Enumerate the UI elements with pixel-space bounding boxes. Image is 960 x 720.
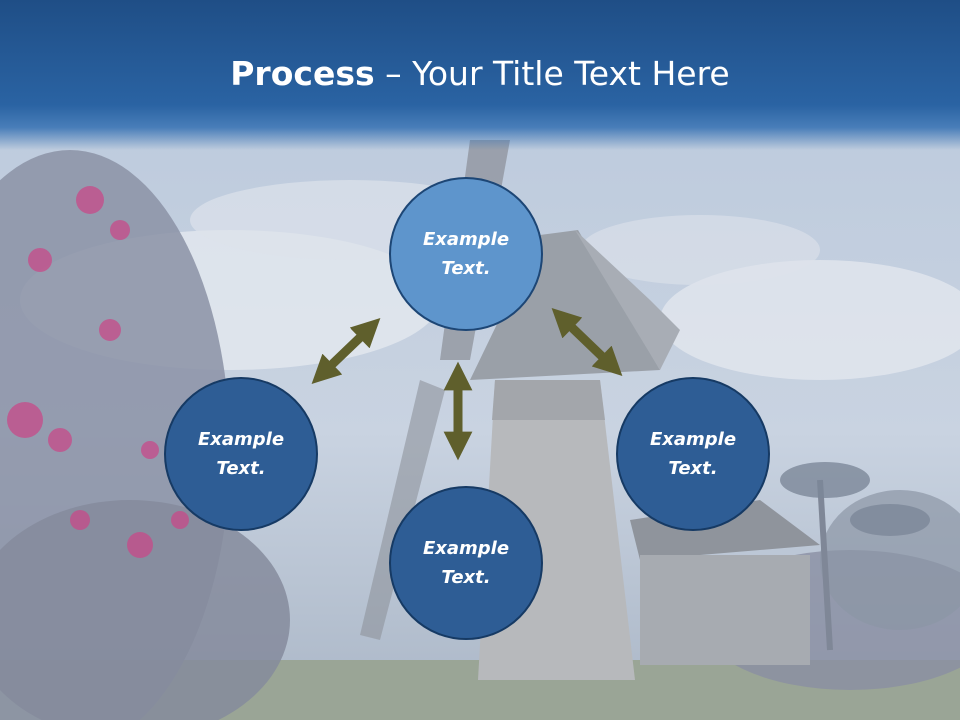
title-bold: Process (230, 54, 375, 93)
node-label: Example Text. (649, 429, 737, 479)
node-label: Example Text. (197, 429, 285, 479)
node-label: Example Text. (422, 229, 510, 279)
process-node-top: Example Text. (389, 177, 543, 331)
node-label: Example Text. (422, 538, 510, 588)
title-bar (0, 0, 960, 150)
process-node-left: Example Text. (164, 377, 318, 531)
process-node-bottom: Example Text. (389, 486, 543, 640)
title-rest: – Your Title Text Here (374, 54, 730, 93)
slide-title: Process – Your Title Text Here (0, 52, 960, 96)
process-node-right: Example Text. (616, 377, 770, 531)
